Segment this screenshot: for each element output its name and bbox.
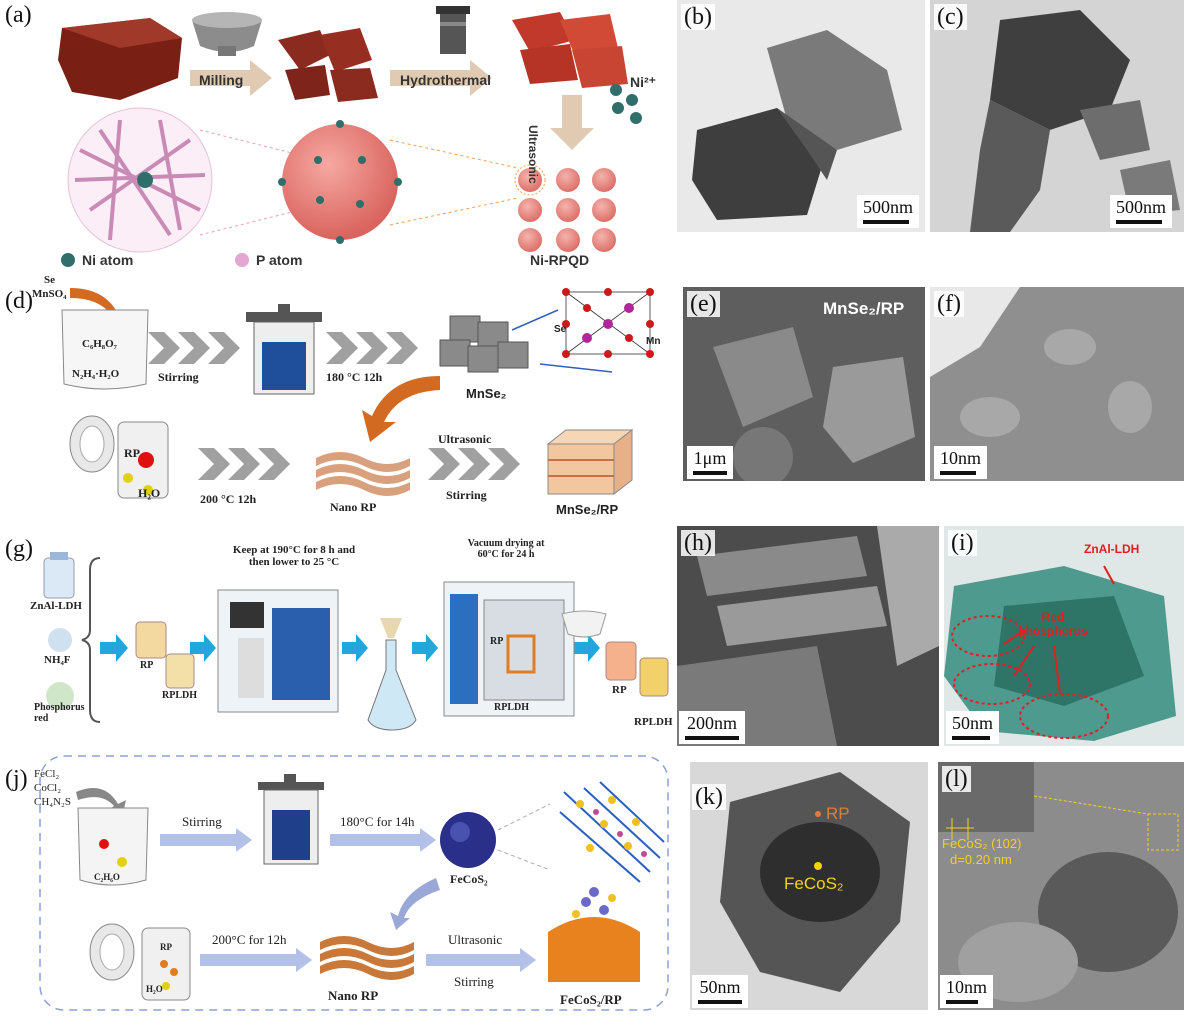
- scale-text-l: 10nm: [946, 977, 988, 997]
- panel-f-label: (f): [934, 291, 964, 317]
- atom-se-label: Se: [554, 324, 567, 335]
- rp-label-j: RP: [160, 942, 172, 952]
- cond1-label-j: 180°C for 14h: [340, 814, 415, 829]
- bottle-rpldh-label: RPLDH: [162, 690, 197, 701]
- panel-d-label: (d): [2, 288, 36, 314]
- reagent-se: Se: [44, 274, 55, 286]
- panel-e-sem-image: (e) MnSe₂/RP 1μm: [683, 287, 925, 481]
- atom-mn-label: Mn: [646, 336, 661, 347]
- output-rpldh-label: RPLDH: [634, 716, 673, 728]
- water-label-j: C₂H₆O: [94, 872, 120, 882]
- product-ni-rpqd: Ni-RPQD: [530, 252, 590, 268]
- tag-d-spacing: d=0.20 nm: [950, 852, 1012, 867]
- milling-label: Milling: [199, 72, 244, 88]
- scale-text-f: 10nm: [940, 448, 982, 468]
- panel-h-sem-image: (h) 200nm: [677, 526, 939, 746]
- scale-bar-l: 10nm: [940, 975, 994, 1008]
- mnse2-label: MnSe₂: [466, 386, 507, 401]
- bottle-rp-label: RP: [140, 660, 154, 671]
- scale-text-b: 500nm: [862, 197, 913, 217]
- scale-bar-c: 500nm: [1109, 195, 1172, 228]
- scale-bar-i: 50nm: [946, 711, 1000, 744]
- panel-f-tem-image: (f) 10nm: [930, 287, 1184, 481]
- ultrasonic-label-d: Ultrasonic: [438, 432, 492, 446]
- legend-p-atom: P atom: [256, 252, 303, 268]
- panel-g-illustration: [43, 552, 669, 731]
- scale-bar-b: 500nm: [856, 195, 919, 228]
- panel-j-illustration: [39, 755, 669, 1011]
- tag-fecos2-plane: FeCoS₂ (102): [942, 836, 1022, 851]
- scale-text-c: 500nm: [1115, 197, 1166, 217]
- reagent-cocl2: CoCl₂: [34, 782, 62, 794]
- tag-rp-k: RP: [826, 804, 850, 823]
- panel-d: (d) Se MnSO₄ C₆H₈O₇ N₂H₄·H₂O Stirring 18…: [0, 274, 672, 526]
- output-rp-label: RP: [612, 684, 627, 696]
- oven2-rpldh-label: RPLDH: [494, 702, 529, 713]
- oven1-caption: Keep at 190°C for 8 h and then lower to …: [232, 544, 356, 568]
- panel-d-illustration: [61, 288, 654, 499]
- cond2-label-d: 200 °C 12h: [200, 492, 257, 506]
- reagent-fecl2: FeCl₂: [34, 768, 60, 780]
- scale-text-i: 50nm: [952, 713, 994, 733]
- ni-ion-label: Ni²⁺: [630, 74, 657, 90]
- scale-bar-k: 50nm: [692, 975, 748, 1008]
- h2o-label-d: H₂O: [138, 486, 161, 500]
- panel-e-label: (e): [687, 291, 720, 317]
- oven2-rp-label: RP: [490, 636, 504, 647]
- nano-rp-label-j: Nano RP: [328, 988, 379, 1003]
- panel-j: (j) FeCl₂ CoCl₂ CH₄N₂S C₂H₆O Stirring 18…: [0, 752, 672, 1014]
- reagent-mnso4: MnSO₄: [32, 288, 67, 300]
- input-phosphorus-red: Phosphorus red: [34, 702, 85, 724]
- panel-i-tem-image: (i) ZnAl-LDH Red phosphorus 50nm: [944, 526, 1184, 746]
- panel-a-illustration: [58, 6, 642, 267]
- scale-bar-f: 10nm: [934, 446, 988, 479]
- stirring2-label-j: Stirring: [454, 974, 494, 989]
- scale-text-h: 200nm: [686, 713, 737, 733]
- h2o-label-j: H₂O: [146, 984, 163, 994]
- stirring2-label-d: Stirring: [446, 488, 487, 502]
- stirring-label-d: Stirring: [158, 370, 199, 384]
- scale-text-e: 1μm: [693, 448, 727, 468]
- panel-k-label: (k): [692, 784, 726, 810]
- nano-rp-label-d: Nano RP: [330, 500, 377, 514]
- panel-a-label: (a): [2, 2, 35, 28]
- cond2-label-j: 200°C for 12h: [212, 932, 287, 947]
- tag-znal-ldh: ZnAl-LDH: [1084, 542, 1140, 556]
- final-fecos2-rp: FeCoS₂/RP: [560, 992, 622, 1007]
- scale-text-k: 50nm: [699, 977, 741, 997]
- scale-bar-h: 200nm: [679, 711, 745, 744]
- rp-label-d: RP: [124, 446, 140, 460]
- scale-bar-e: 1μm: [687, 446, 733, 479]
- panel-b-label: (b): [681, 4, 715, 30]
- panel-g-label: (g): [2, 536, 36, 562]
- panel-i-label: (i): [948, 530, 977, 556]
- panel-j-label: (j): [2, 766, 31, 792]
- panel-a: (a) Milling Hydrothermal Ultrasonic Ni²⁺…: [0, 0, 672, 275]
- solution-c6h8o7: C₆H₈O₇: [82, 338, 117, 350]
- panel-e-title: MnSe₂/RP: [823, 299, 905, 318]
- input-znal-ldh: ZnAl-LDH: [30, 600, 82, 612]
- ultrasonic-label: Ultrasonic: [526, 125, 540, 184]
- input-nh4f: NH₄F: [44, 654, 71, 666]
- oven2-caption: Vacuum drying at 60°C for 24 h: [467, 538, 545, 560]
- legend-ni-atom: Ni atom: [82, 252, 134, 268]
- tag-fecos2-k: FeCoS₂: [784, 874, 844, 893]
- solution-n2h4: N₂H₄·H₂O: [72, 368, 120, 380]
- fecos2-label: FeCoS₂: [450, 872, 488, 886]
- panel-b-tem-image: (b) 500nm: [677, 0, 925, 232]
- cond1-label-d: 180 °C 12h: [326, 370, 383, 384]
- panel-c-tem-image: (c) 500nm: [930, 0, 1184, 232]
- stirring-label-j: Stirring: [182, 814, 222, 829]
- hydrothermal-label: Hydrothermal: [400, 72, 492, 88]
- panel-g: (g) ZnAl-LDH NH₄F Phosphorus red RP RPLD…: [0, 530, 673, 745]
- ultrasonic-label-j: Ultrasonic: [448, 932, 503, 947]
- panel-h-label: (h): [681, 530, 715, 556]
- panel-l-tem-image: (l) FeCoS₂ (102) d=0.20 nm 10nm: [938, 762, 1184, 1010]
- panel-l-label: (l): [942, 766, 971, 792]
- reagent-ch4n2s: CH₄N₂S: [34, 796, 72, 808]
- panel-c-label: (c): [934, 4, 967, 30]
- tag-red-phosphorus: Red phosphorus: [1018, 610, 1088, 638]
- panel-k-tem-image: (k) RP FeCoS₂ 50nm: [690, 762, 928, 1010]
- final-mnse2-rp: MnSe₂/RP: [556, 502, 619, 517]
